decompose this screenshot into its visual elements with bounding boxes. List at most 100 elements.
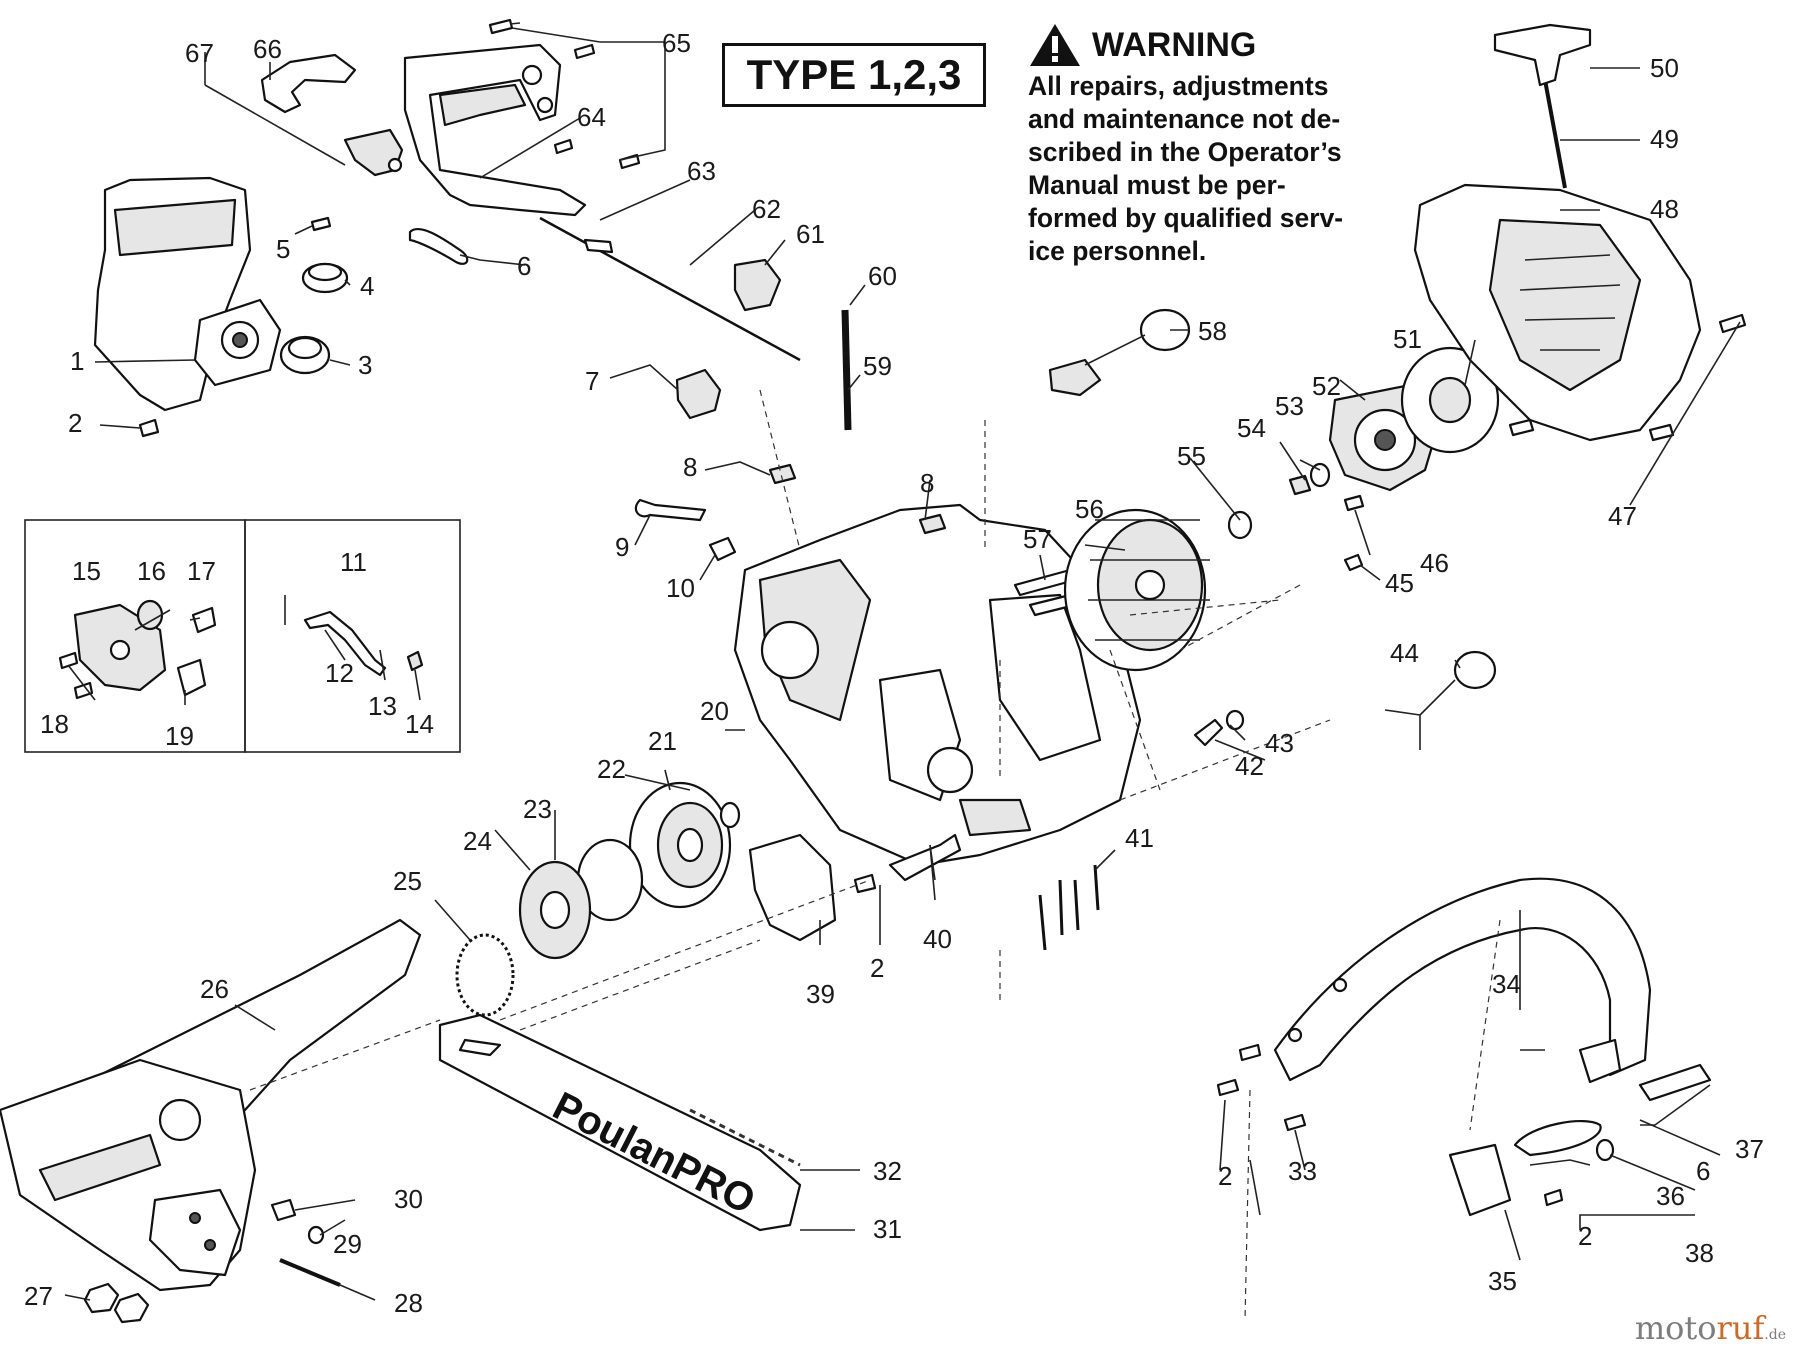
callout-2-d: 2 — [1578, 1221, 1592, 1251]
callout-13: 13 — [368, 691, 397, 721]
callout-10: 10 — [666, 573, 695, 603]
callout-29: 29 — [333, 1229, 362, 1259]
clip-45 — [1343, 553, 1364, 572]
callout-8-b: 8 — [920, 468, 934, 498]
callout-labels: 1 2 2 2 2 3 4 5 6 6 7 8 8 9 10 11 12 13 … — [24, 28, 1764, 1318]
clip-10 — [708, 536, 737, 562]
callout-59: 59 — [863, 351, 892, 381]
warning-notice: WARNING All repairs, adjustments and mai… — [1028, 22, 1388, 268]
cable-sleeve-63 — [583, 238, 614, 254]
clutch-24 — [518, 860, 592, 960]
warning-triangle-icon — [1030, 24, 1080, 66]
watermark-part-c: .de — [1764, 1327, 1786, 1343]
callout-64: 64 — [577, 102, 606, 132]
screw-33 — [1283, 1113, 1307, 1132]
clutch-drum-22 — [628, 781, 732, 909]
callout-47: 47 — [1608, 501, 1637, 531]
callout-61: 61 — [796, 219, 825, 249]
callout-56: 56 — [1075, 494, 1104, 524]
callout-48: 48 — [1650, 194, 1679, 224]
oil-line-11 — [303, 610, 387, 677]
callout-46: 46 — [1420, 548, 1449, 578]
callout-52: 52 — [1312, 371, 1341, 401]
callout-22: 22 — [597, 754, 626, 784]
spring-3 — [279, 335, 331, 375]
callout-15: 15 — [72, 556, 101, 586]
screw-18-b — [73, 681, 94, 700]
callout-4: 4 — [360, 271, 374, 301]
starter-rope-49 — [1543, 79, 1567, 189]
leader-lines — [64, 27, 1741, 1301]
fuel-cap-58 — [1048, 308, 1191, 397]
screw-2-bottom — [1543, 1188, 1564, 1207]
callout-25: 25 — [393, 866, 422, 896]
callout-18: 18 — [40, 709, 69, 739]
guide-bar-31: PoulanPRO — [438, 1013, 802, 1232]
type-label-box: TYPE 1,2,3 — [722, 43, 986, 107]
callout-53: 53 — [1275, 391, 1304, 421]
callout-17: 17 — [187, 556, 216, 586]
inset-box-11-14 — [244, 519, 461, 753]
pin-9 — [634, 498, 707, 522]
callout-55: 55 — [1177, 441, 1206, 471]
nut-8-a — [768, 463, 797, 485]
callout-42: 42 — [1235, 751, 1264, 781]
chain-guide-39 — [748, 833, 837, 942]
nut-27-b — [113, 1292, 150, 1324]
callout-6-a: 6 — [517, 251, 531, 281]
washer-53 — [1309, 462, 1331, 488]
adjuster-42 — [1193, 718, 1224, 747]
screw-18-a — [58, 651, 79, 670]
oil-cap-44 — [1384, 650, 1497, 750]
callout-1: 1 — [70, 346, 84, 376]
warning-line: formed by qualified serv- — [1028, 203, 1344, 233]
flywheel-56 — [1063, 508, 1210, 672]
washer-21 — [719, 801, 741, 829]
spring-4 — [301, 262, 349, 294]
rear-handle-part — [403, 43, 587, 217]
warning-header: WARNING — [1028, 22, 1388, 68]
callout-39: 39 — [806, 979, 835, 1009]
callout-38: 38 — [1685, 1238, 1714, 1268]
callout-21: 21 — [648, 726, 677, 756]
washer-55 — [1227, 510, 1253, 540]
callout-34: 34 — [1492, 969, 1521, 999]
callout-44: 44 — [1390, 638, 1419, 668]
callout-32: 32 — [873, 1156, 902, 1186]
screw-46 — [1343, 494, 1365, 512]
spring-6 — [408, 228, 469, 265]
callout-8-a: 8 — [683, 452, 697, 482]
sleeve-35 — [1448, 1143, 1512, 1217]
callout-54: 54 — [1237, 413, 1266, 443]
warning-text: All repairs, adjustments and maintenance… — [1028, 70, 1388, 268]
screw-2-mid — [853, 873, 877, 894]
worm-gear-16 — [136, 599, 164, 631]
callout-65: 65 — [662, 28, 691, 58]
front-handle-bar-34 — [1273, 877, 1652, 1084]
callout-23: 23 — [523, 794, 552, 824]
callout-67: 67 — [185, 38, 214, 68]
fitting-14 — [406, 650, 424, 672]
callout-9: 9 — [615, 532, 629, 562]
watermark-part-a: moto — [1634, 1309, 1717, 1347]
callout-66: 66 — [253, 34, 282, 64]
callout-35: 35 — [1488, 1266, 1517, 1296]
callout-50: 50 — [1650, 53, 1679, 83]
callout-3: 3 — [358, 350, 372, 380]
callout-51: 51 — [1393, 324, 1422, 354]
fitting-19 — [176, 658, 207, 697]
warning-line: and maintenance not de- — [1028, 104, 1341, 134]
alignment-lines — [249, 389, 1501, 1321]
warning-line: All repairs, adjustments — [1028, 71, 1329, 101]
callout-24: 24 — [463, 826, 492, 856]
warning-line: Manual must be per- — [1028, 170, 1286, 200]
nut-54 — [1288, 474, 1312, 496]
warning-title: WARNING — [1092, 25, 1257, 64]
starter-handle-50 — [1493, 23, 1592, 87]
pin-29 — [307, 1225, 325, 1245]
screw-2-left — [138, 418, 160, 438]
fitting-17 — [191, 606, 217, 634]
callout-2-b: 2 — [870, 953, 884, 983]
callout-40: 40 — [923, 924, 952, 954]
